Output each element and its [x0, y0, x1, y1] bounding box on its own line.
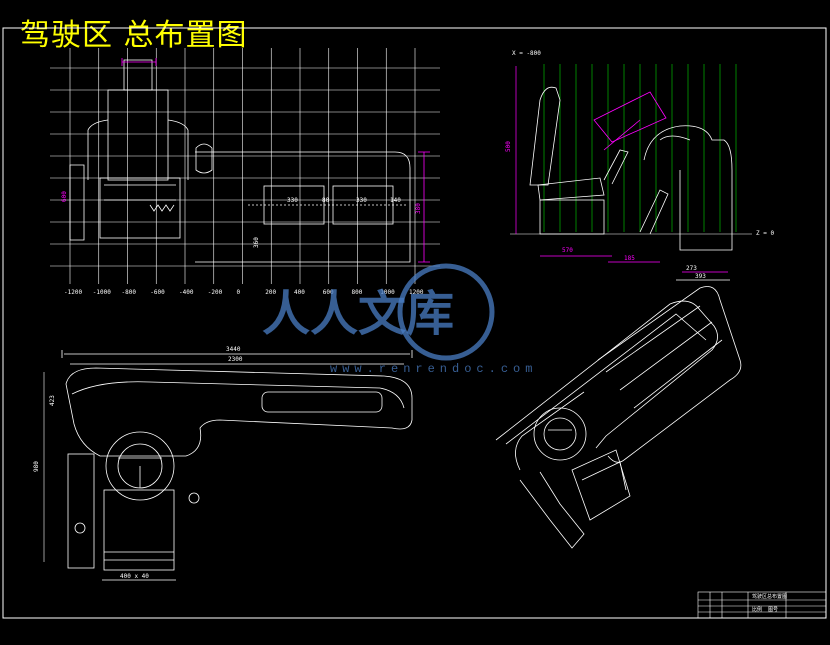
- seat-side-view: [529, 86, 629, 235]
- seat-top-view: [69, 59, 189, 241]
- title-block: [697, 591, 827, 619]
- drawing-frame: [2, 27, 827, 619]
- dim-2300: 2300: [228, 356, 243, 363]
- dim-seat-width: 400 x 40: [120, 573, 149, 580]
- dim-3440: 3440: [226, 346, 241, 353]
- layout-grid: [50, 48, 440, 284]
- watermark-url: www.renrendoc.com: [330, 362, 537, 376]
- dim-330b: 330: [356, 197, 367, 204]
- grid-tick-label: 400: [294, 289, 305, 296]
- dim-380: 380: [415, 203, 422, 214]
- grid-tick-label: -600: [150, 289, 165, 296]
- dim-185: 185: [624, 255, 635, 262]
- grid-tick-label: -400: [179, 289, 194, 296]
- watermark: 人人文库 www.renrendoc.com: [262, 263, 537, 376]
- dashboard-plan-view: [61, 350, 413, 581]
- watermark-text: 人人文库: [262, 288, 454, 341]
- grid-tick-label: -200: [208, 289, 223, 296]
- side-view-dims: [515, 66, 730, 281]
- dim-330a: 330: [287, 197, 298, 204]
- label-z0: Z = 0: [756, 230, 774, 237]
- dim-570: 570: [562, 247, 573, 254]
- grid-tick-labels: -1200 -1000 -800 -600 -400 -200 0 200 400 600 800 1…: [64, 289, 424, 296]
- label-x-800: X = -800: [512, 50, 541, 57]
- title-block-sheet: 图号: [768, 607, 778, 613]
- isometric-view: [495, 286, 742, 549]
- dim-360: 360: [253, 237, 260, 248]
- grid-tick-label: 200: [265, 289, 276, 296]
- side-view-group: X = -800 Z = 0 570 185 27: [505, 50, 774, 281]
- dim-273: 273: [686, 265, 697, 272]
- grid-tick-label: -800: [122, 289, 137, 296]
- dim-980: 980: [33, 461, 40, 472]
- grid-tick-label: 1200: [409, 289, 424, 296]
- drawing-title: 驾驶区 总布置图: [20, 18, 248, 53]
- dashboard-side-view: [643, 125, 733, 251]
- grid-tick-label: 0: [237, 289, 241, 296]
- dim-393: 393: [695, 273, 706, 280]
- top-view-group: -1200 -1000 -800 -600 -400 -200 0 200 400 600 800 1…: [50, 48, 440, 296]
- grid-tick-label: -1000: [93, 289, 111, 296]
- grid-tick-label: 1000: [380, 289, 395, 296]
- grid-tick-label: 800: [352, 289, 363, 296]
- grid-tick-label: 600: [323, 289, 334, 296]
- title-block-name: 驾驶区总布置图: [752, 593, 787, 600]
- side-view-grid: [543, 64, 737, 232]
- grid-tick-label: -1200: [64, 289, 82, 296]
- dim-500: 500: [505, 141, 512, 152]
- title-block-scale: 比例: [752, 606, 762, 613]
- steering-column-side: [593, 91, 667, 151]
- dim-80: 80: [322, 197, 330, 204]
- dim-423: 423: [49, 395, 56, 406]
- console-top-view: [195, 143, 411, 263]
- dim-left-600: 600: [61, 191, 68, 202]
- pedal-side-view: [639, 189, 669, 235]
- dim-140: 140: [390, 197, 401, 204]
